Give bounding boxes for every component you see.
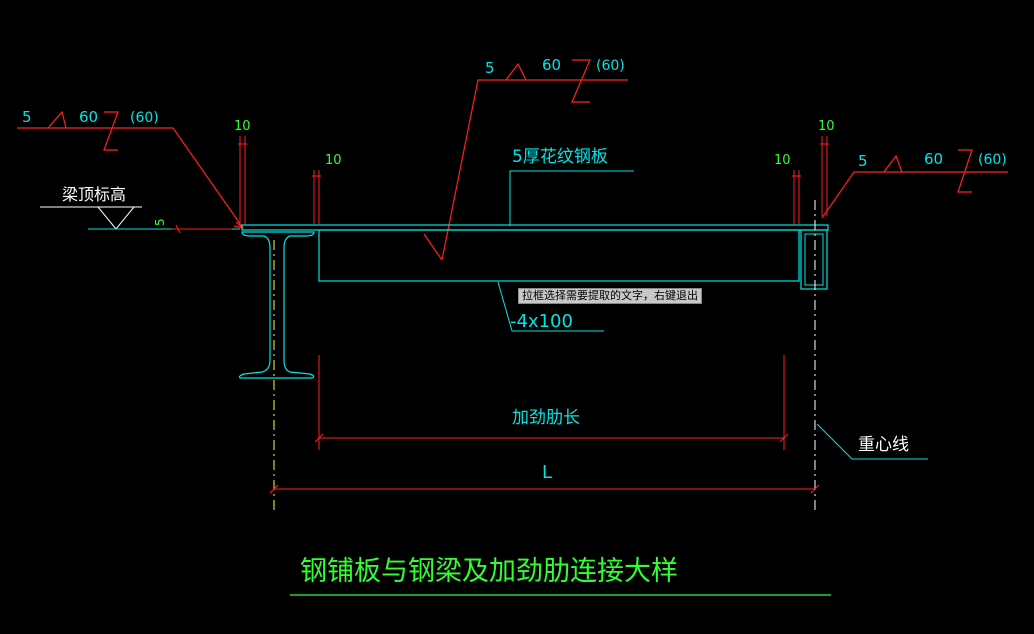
weld-symbol-right [821,149,1008,219]
weld-right-pitch: (60) [978,152,1007,168]
weld-left-length: 60 [79,108,98,126]
stiffener-note-leader [497,281,604,332]
stiffener-length-dimension [314,355,789,450]
dim-10-right-outer-label: 10 [818,119,835,134]
dim-10-left-outer-label: 10 [234,119,251,134]
i-beam-section [238,231,315,379]
dim-10-right-outer [820,136,829,216]
centroid-line-label: 重心线 [858,435,909,455]
weld-right-length: 60 [924,150,943,168]
elevation-symbol [40,206,240,230]
elevation-offset-dim [172,224,232,234]
span-dimension [269,484,820,494]
weld-right-size: 5 [858,152,868,170]
span-length-label: L [542,462,552,483]
plate-note-leader [509,170,634,226]
weld-top-pitch: (60) [596,58,625,74]
weld-left-size: 5 [22,108,32,126]
drawing-title: 钢铺板与钢梁及加劲肋连接大样 [300,556,678,587]
weld-top-size: 5 [485,59,495,77]
weld-left-pitch: (60) [130,110,159,126]
checker-steel-plate [241,224,829,231]
dim-10-left-outer [238,136,247,224]
stiffener-length-label: 加劲肋长 [512,408,580,428]
weld-top-length: 60 [542,56,561,74]
dim-10-right-inner [792,170,801,224]
dim-10-right-inner-label: 10 [774,153,791,168]
beam-top-elevation-label: 梁顶标高 [62,185,126,204]
plate-note-label: 5厚花纹钢板 [512,147,608,167]
stiffener-note-label: -4x100 [510,311,573,332]
centroid-note-leader [816,423,928,460]
stiffener-rib [318,229,800,282]
dim-10-left-inner [312,170,321,224]
weld-symbol-top [423,59,628,261]
dim-10-left-inner-label: 10 [325,153,342,168]
selection-tooltip: 拉框选择需要提取的文字，右键退出 [518,288,702,304]
weld-symbol-left [17,110,244,229]
right-support-section [800,229,828,290]
elevation-offset-label: 5 [153,218,167,226]
